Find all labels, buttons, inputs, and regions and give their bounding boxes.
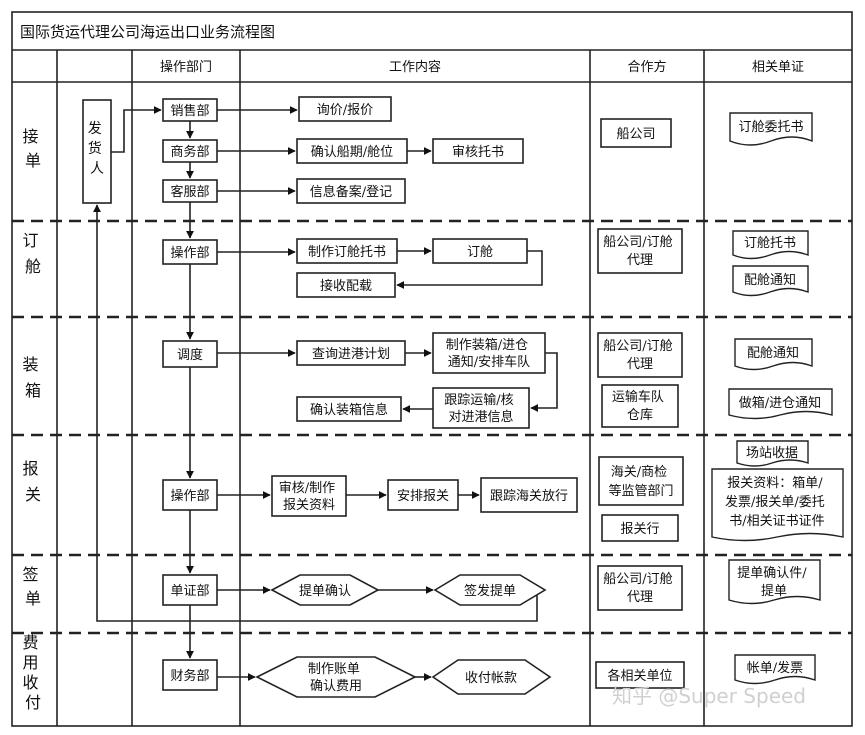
header-department: 操作部门 [160,59,212,75]
document-invoice-shape [734,654,816,685]
work-inquiry-box [298,96,392,122]
work-make-booking-label: 制作订舱托书 [308,245,386,260]
header-work: 工作内容 [389,59,441,75]
partner-broker-box [601,514,679,542]
partner-related-units-label: 各相关单位 [607,668,672,684]
partner-booking-agent-box-3 [597,565,683,611]
partner-shipping-line-box [600,118,672,148]
work-track-transport-box [432,387,530,429]
partner-booking-agent-box-1 [597,228,683,274]
work-info-register-label: 信息备案/登记 [310,184,392,200]
work-confirm-packing-label: 确认装箱信息 [310,402,388,418]
work-arrange-customs-label: 安排报关 [397,489,449,504]
diagram-title: 国际货运代理公司海运出口业务流程图 [20,23,275,41]
work-inquiry-label: 询价/报价 [317,103,373,118]
document-stowage-notice-2-shape [734,338,813,371]
work-confirm-bill-label: 提单确认 [299,583,351,599]
partner-customs-label: 海关/商检 等监管部门 [608,465,673,499]
dept-business-label: 商务部 [170,144,209,160]
dept-operations-box [162,239,218,265]
work-collect-payment-diamond [431,659,552,695]
partner-related-units-box [595,661,685,689]
stage-label-customs: 报 关 [22,459,43,504]
stage-label-packing: 装 箱 [22,355,43,400]
partner-booking-agent-label-3: 船公司/订舱 代理 [603,572,677,605]
work-issue-bill-label: 签发提单 [464,583,516,599]
dept-operations-label: 操作部 [170,245,209,261]
work-check-plan-box [296,340,406,366]
work-arrange-customs-box [387,479,459,511]
stage-label-fees: 费 用 收 付 [22,633,43,712]
work-track-customs-label: 跟踪海关放行 [490,489,568,504]
work-confirm-date-label: 确认船期/舱位 [311,145,393,160]
arrow-packing-to-track [530,352,558,412]
stage-label-receive-order: 接 单 [22,127,43,170]
dept-finance-label: 财务部 [170,668,209,684]
stage-label-booking: 订 舱 [22,231,43,276]
work-make-packing-box [432,332,546,374]
document-booking-order-label: 订舱委托书 [738,120,803,135]
partner-booking-agent-box-2 [597,332,683,378]
document-packing-notice-shape [728,388,833,420]
work-issue-bill-diamond [433,574,547,606]
document-dock-receipt-label: 场站收据 [746,446,798,461]
work-confirm-date-box [296,138,408,164]
document-invoice-label: 帐单/发票 [747,660,803,676]
work-check-plan-label: 查询进港计划 [312,347,390,362]
work-track-transport-label: 跟踪运输/核 对进港信息 [444,392,518,425]
document-stowage-notice-label: 配舱通知 [744,272,796,288]
document-customs-materials-label: 报关资料：箱单/ 发票/报关单/委托 书/相关证书证件 [725,475,829,529]
dept-dispatch-label: 调度 [177,347,203,363]
partner-booking-agent-label-2: 船公司/订舱 代理 [603,339,677,372]
partner-broker-label: 报关行 [620,522,659,537]
document-booking-order-shape [729,112,813,146]
outer-frame [11,11,853,727]
arrow-booking-to-stowage [396,250,543,289]
dept-finance-box [162,659,218,691]
dept-bill-label: 单证部 [170,584,209,599]
work-receive-stowage-label: 接收配载 [320,278,372,294]
document-booking-note-shape [732,230,809,260]
partner-booking-agent-label-1: 船公司/订舱 代理 [603,235,677,268]
document-packing-notice-label: 做箱/进仓通知 [739,395,821,411]
dept-operations2-label: 操作部 [170,488,209,504]
dept-dispatch-box [162,340,218,368]
work-make-invoice-label: 制作账单 确认费用 [308,662,364,694]
dept-customer-service-label: 客服部 [170,184,209,200]
document-bill-confirm-label: 提单确认件/ 提单 [737,565,811,599]
work-make-packing-label: 制作装箱/进仓 通知/安排车队 [446,337,533,370]
document-customs-materials-shape [711,468,844,542]
partner-customs-box [598,456,684,506]
work-review-booking-box [432,138,524,164]
work-review-booking-label: 审核托书 [452,145,504,160]
work-info-register-box [296,178,406,204]
document-dock-receipt-shape [736,440,809,467]
partner-shipping-line-label: 船公司 [616,127,655,142]
watermark-text: 知乎 @Super Speed [612,684,806,708]
work-confirm-packing-box [296,396,402,422]
work-collect-payment-label: 收付帐款 [465,671,517,686]
arrow-bill-return-to-shipper [93,204,538,622]
dept-sales-label: 销售部 [170,103,209,119]
partner-transport-box [601,384,679,428]
partner-transport-label: 运输车队 仓库 [612,389,668,423]
work-track-customs-box [480,477,578,513]
work-make-booking-box [296,238,398,264]
work-booking-label: 订舱 [467,245,493,260]
header-partner: 合作方 [627,59,666,75]
arrow-shipper-to-sales [111,106,162,153]
document-stowage-notice-shape [732,265,809,297]
document-stowage-notice-2-label: 配舱通知 [747,345,799,361]
work-review-customs-box [271,475,347,517]
header-documents: 相关单证 [752,60,804,75]
document-booking-note-label: 订舱托书 [744,236,796,251]
stage-label-bill: 签 单 [22,565,43,608]
shipper-label: 发 货 人 [88,121,106,177]
work-receive-stowage-box [296,272,396,298]
document-bill-confirm-shape [728,559,821,605]
work-review-customs-label: 审核/制作 报关资料 [279,481,340,513]
